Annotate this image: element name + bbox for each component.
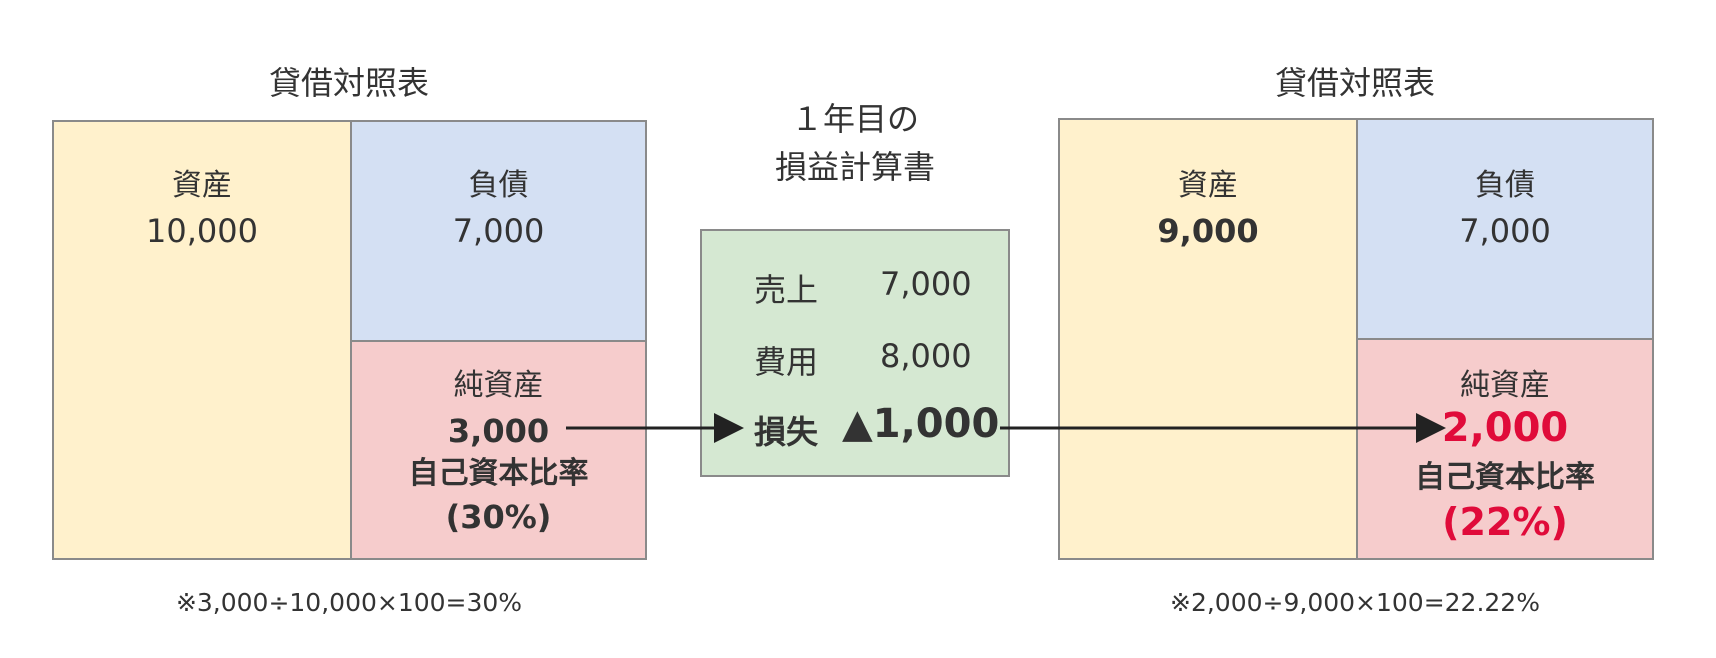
right-assets-label: 資産: [1178, 168, 1238, 203]
left-assets-value: 10,000: [146, 212, 258, 250]
right-equity-ratio-label: 自己資本比率: [1415, 460, 1595, 495]
left-assets-box: 資産 10,000: [52, 120, 352, 560]
right-liabilities-label: 負債: [1475, 168, 1535, 203]
right-assets-box: 資産 9,000: [1058, 118, 1358, 560]
left-bs-title: 貸借対照表: [268, 64, 429, 102]
right-net-assets-label: 純資産: [1460, 368, 1550, 403]
left-net-assets-label: 純資産: [453, 368, 544, 403]
left-equity-ratio-label: 自己資本比率: [408, 456, 589, 491]
right-assets-value: 9,000: [1157, 212, 1259, 250]
left-net-assets-value: 3,000: [447, 412, 550, 450]
income-statement-title-line1: １年目の: [790, 100, 919, 138]
expenses-value: 8,000: [880, 337, 972, 375]
loss-value: ▲1,000: [842, 401, 1000, 447]
left-liabilities-value: 7,000: [452, 212, 545, 250]
right-liabilities-value: 7,000: [1459, 212, 1551, 250]
right-net-assets-value: 2,000: [1441, 405, 1569, 451]
left-liabilities-label: 負債: [468, 168, 529, 203]
left-liabilities-box: 負債 7,000: [350, 120, 647, 342]
left-equity-ratio-value: (30%): [445, 498, 552, 536]
sales-value: 7,000: [880, 265, 972, 303]
right-equity-ratio-value: (22%): [1442, 500, 1568, 544]
sales-label: 売上: [754, 271, 819, 309]
income-statement-box: 売上 7,000 費用 8,000 損失 ▲1,000: [700, 229, 1010, 477]
right-formula-note: ※2,000÷9,000×100=22.22%: [1170, 588, 1540, 617]
left-formula-note: ※3,000÷10,000×100=30%: [175, 588, 523, 617]
right-liabilities-box: 負債 7,000: [1356, 118, 1654, 340]
right-net-assets-box: 純資産 2,000 自己資本比率 (22%): [1356, 338, 1654, 560]
loss-label: 損失: [754, 413, 819, 451]
right-bs-title: 貸借対照表: [1274, 64, 1435, 102]
income-statement-title-line2: 損益計算書: [774, 148, 935, 186]
left-assets-label: 資産: [172, 168, 232, 203]
left-net-assets-box: 純資産 3,000 自己資本比率 (30%): [350, 340, 647, 560]
expenses-label: 費用: [754, 343, 819, 381]
